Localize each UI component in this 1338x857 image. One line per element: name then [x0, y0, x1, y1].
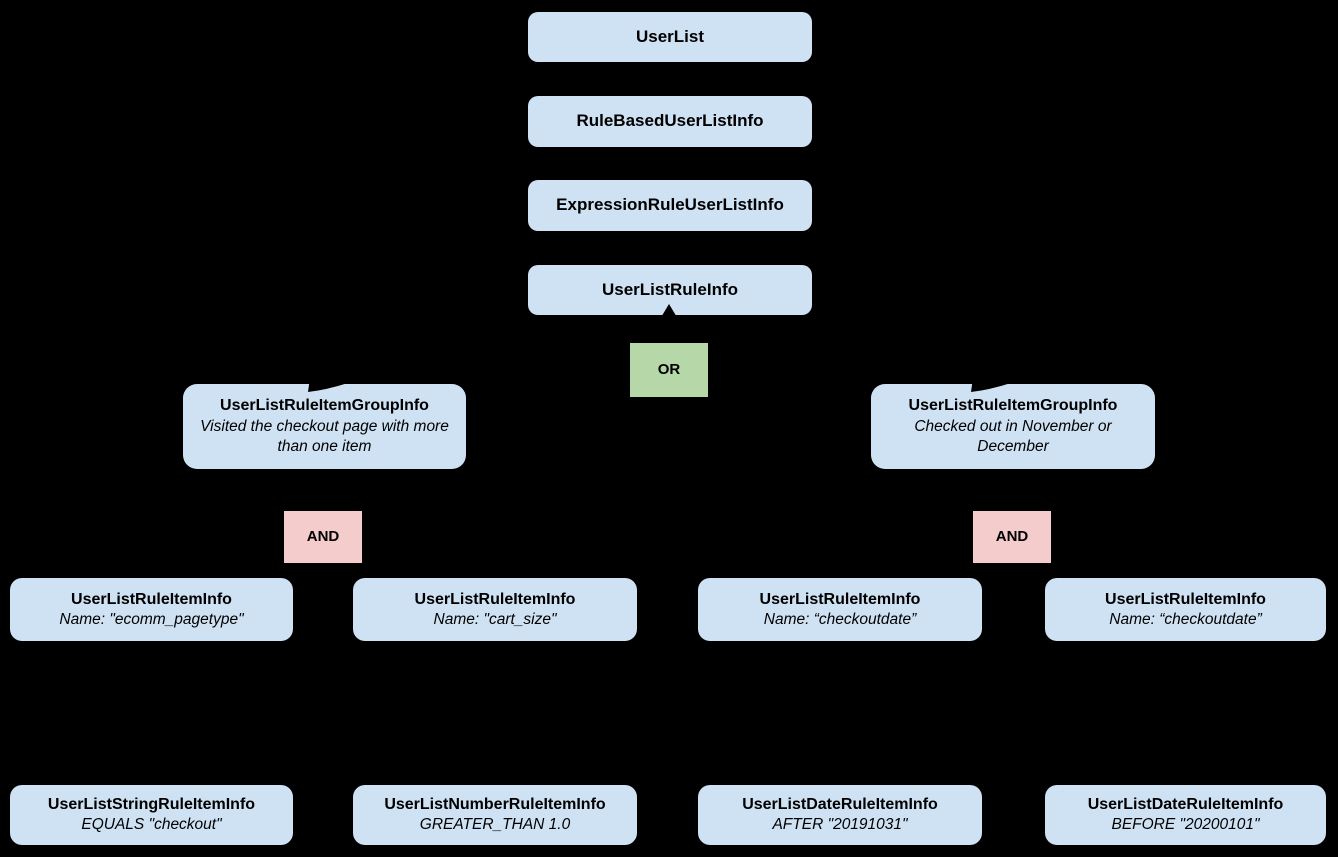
node-and-operator-left: AND — [284, 511, 362, 563]
node-title: UserListDateRuleItemInfo — [742, 796, 938, 814]
node-ruleitem-checkoutdate-1: UserListRuleItemInfo Name: “checkoutdate… — [698, 578, 982, 641]
node-ruleitemgroup-right: UserListRuleItemGroupInfo Checked out in… — [871, 384, 1155, 469]
node-rulebaseduserlistinfo: RuleBasedUserListInfo — [528, 96, 812, 147]
operator-label: AND — [306, 528, 340, 546]
node-description: Visited the checkout page with more than… — [200, 417, 449, 456]
node-label: UserListRuleInfo — [601, 279, 739, 299]
node-title: UserListNumberRuleItemInfo — [384, 796, 606, 814]
node-ruleitem-cart-size: UserListRuleItemInfo Name: "cart_size" — [353, 578, 637, 641]
node-label: ExpressionRuleUserListInfo — [556, 195, 784, 215]
node-title: UserListRuleItemInfo — [759, 590, 921, 608]
node-description: Checked out in November or December — [914, 417, 1112, 456]
node-title: UserListRuleItemInfo — [1105, 590, 1266, 608]
node-ruleitem-ecomm-pagetype: UserListRuleItemInfo Name: "ecomm_pagety… — [10, 578, 293, 641]
operator-label: OR — [657, 361, 681, 379]
node-title: UserListRuleItemGroupInfo — [220, 397, 429, 415]
node-expressionruleuserlistinfo: ExpressionRuleUserListInfo — [528, 180, 812, 231]
node-ruleitemgroup-left: UserListRuleItemGroupInfo Visited the ch… — [183, 384, 466, 469]
node-and-operator-right: AND — [973, 511, 1051, 563]
node-detail: AFTER "20191031" — [772, 816, 908, 834]
node-dateruleitem-after: UserListDateRuleItemInfo AFTER "20191031… — [698, 785, 982, 845]
node-detail: GREATER_THAN 1.0 — [419, 816, 571, 834]
node-or-operator: OR — [630, 343, 708, 397]
node-dateruleitem-before: UserListDateRuleItemInfo BEFORE "2020010… — [1045, 785, 1326, 845]
node-detail: Name: "cart_size" — [433, 610, 557, 628]
node-detail: Name: "ecomm_pagetype" — [59, 610, 244, 628]
node-detail: Name: “checkoutdate” — [763, 610, 917, 628]
node-stringruleitem: UserListStringRuleItemInfo EQUALS "check… — [10, 785, 293, 845]
operator-label: AND — [995, 528, 1029, 546]
node-label: RuleBasedUserListInfo — [576, 111, 764, 131]
node-detail: BEFORE "20200101" — [1111, 816, 1260, 834]
node-ruleitem-checkoutdate-2: UserListRuleItemInfo Name: “checkoutdate… — [1045, 578, 1326, 641]
node-detail: EQUALS "checkout" — [81, 816, 222, 834]
node-userlistruleinfo: UserListRuleInfo — [528, 265, 812, 315]
node-title: UserListStringRuleItemInfo — [47, 796, 256, 814]
node-title: UserListDateRuleItemInfo — [1087, 796, 1284, 814]
node-userlist: UserList — [528, 12, 812, 62]
node-numberruleitem: UserListNumberRuleItemInfo GREATER_THAN … — [353, 785, 637, 845]
node-title: UserListRuleItemGroupInfo — [908, 397, 1118, 415]
node-title: UserListRuleItemInfo — [414, 590, 576, 608]
node-title: UserListRuleItemInfo — [71, 590, 232, 608]
node-detail: Name: “checkoutdate” — [1109, 610, 1262, 628]
node-label: UserList — [635, 26, 705, 46]
